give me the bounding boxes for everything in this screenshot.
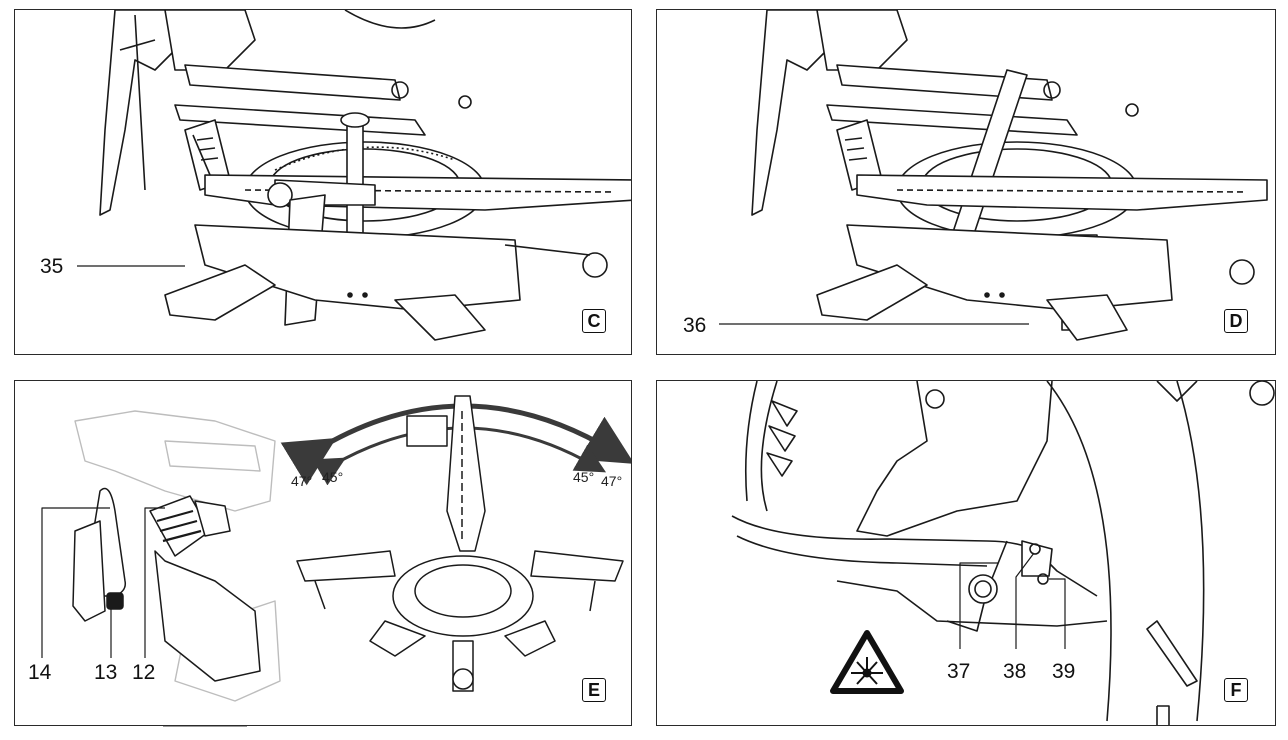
miter-saw-drawing-d — [719, 10, 1268, 341]
panel-label-d: D — [1224, 309, 1248, 333]
bevel-detail-drawing — [41, 395, 631, 702]
panel-d: 36 D — [656, 9, 1276, 355]
laser-connector-drawing — [731, 381, 1275, 725]
laser-warning-icon — [830, 630, 904, 694]
callout-38: 38 — [1003, 660, 1027, 683]
callout-14: 14 — [28, 661, 52, 684]
callout-36: 36 — [683, 314, 707, 337]
panel-f: 37 38 39 F — [656, 380, 1276, 726]
angle-right-inner: 45° — [573, 469, 595, 485]
panel-c: 35 C — [14, 9, 632, 355]
callout-12: 12 — [132, 661, 156, 684]
miter-saw-drawing-c — [77, 10, 631, 341]
angle-left-outer: 47° — [291, 473, 313, 489]
callout-39: 39 — [1052, 660, 1076, 683]
panel-e-underline — [163, 726, 247, 727]
callout-37: 37 — [947, 660, 971, 683]
callout-35: 35 — [40, 255, 64, 278]
angle-left-inner: 45° — [322, 469, 344, 485]
panel-label-f: F — [1224, 678, 1248, 702]
callout-13: 13 — [94, 661, 118, 684]
panel-label-e: E — [582, 678, 606, 702]
angle-right-outer: 47° — [601, 473, 623, 489]
panel-e: 47° 45° 45° 47° 14 13 12 E — [14, 380, 632, 726]
panel-label-c: C — [582, 309, 606, 333]
